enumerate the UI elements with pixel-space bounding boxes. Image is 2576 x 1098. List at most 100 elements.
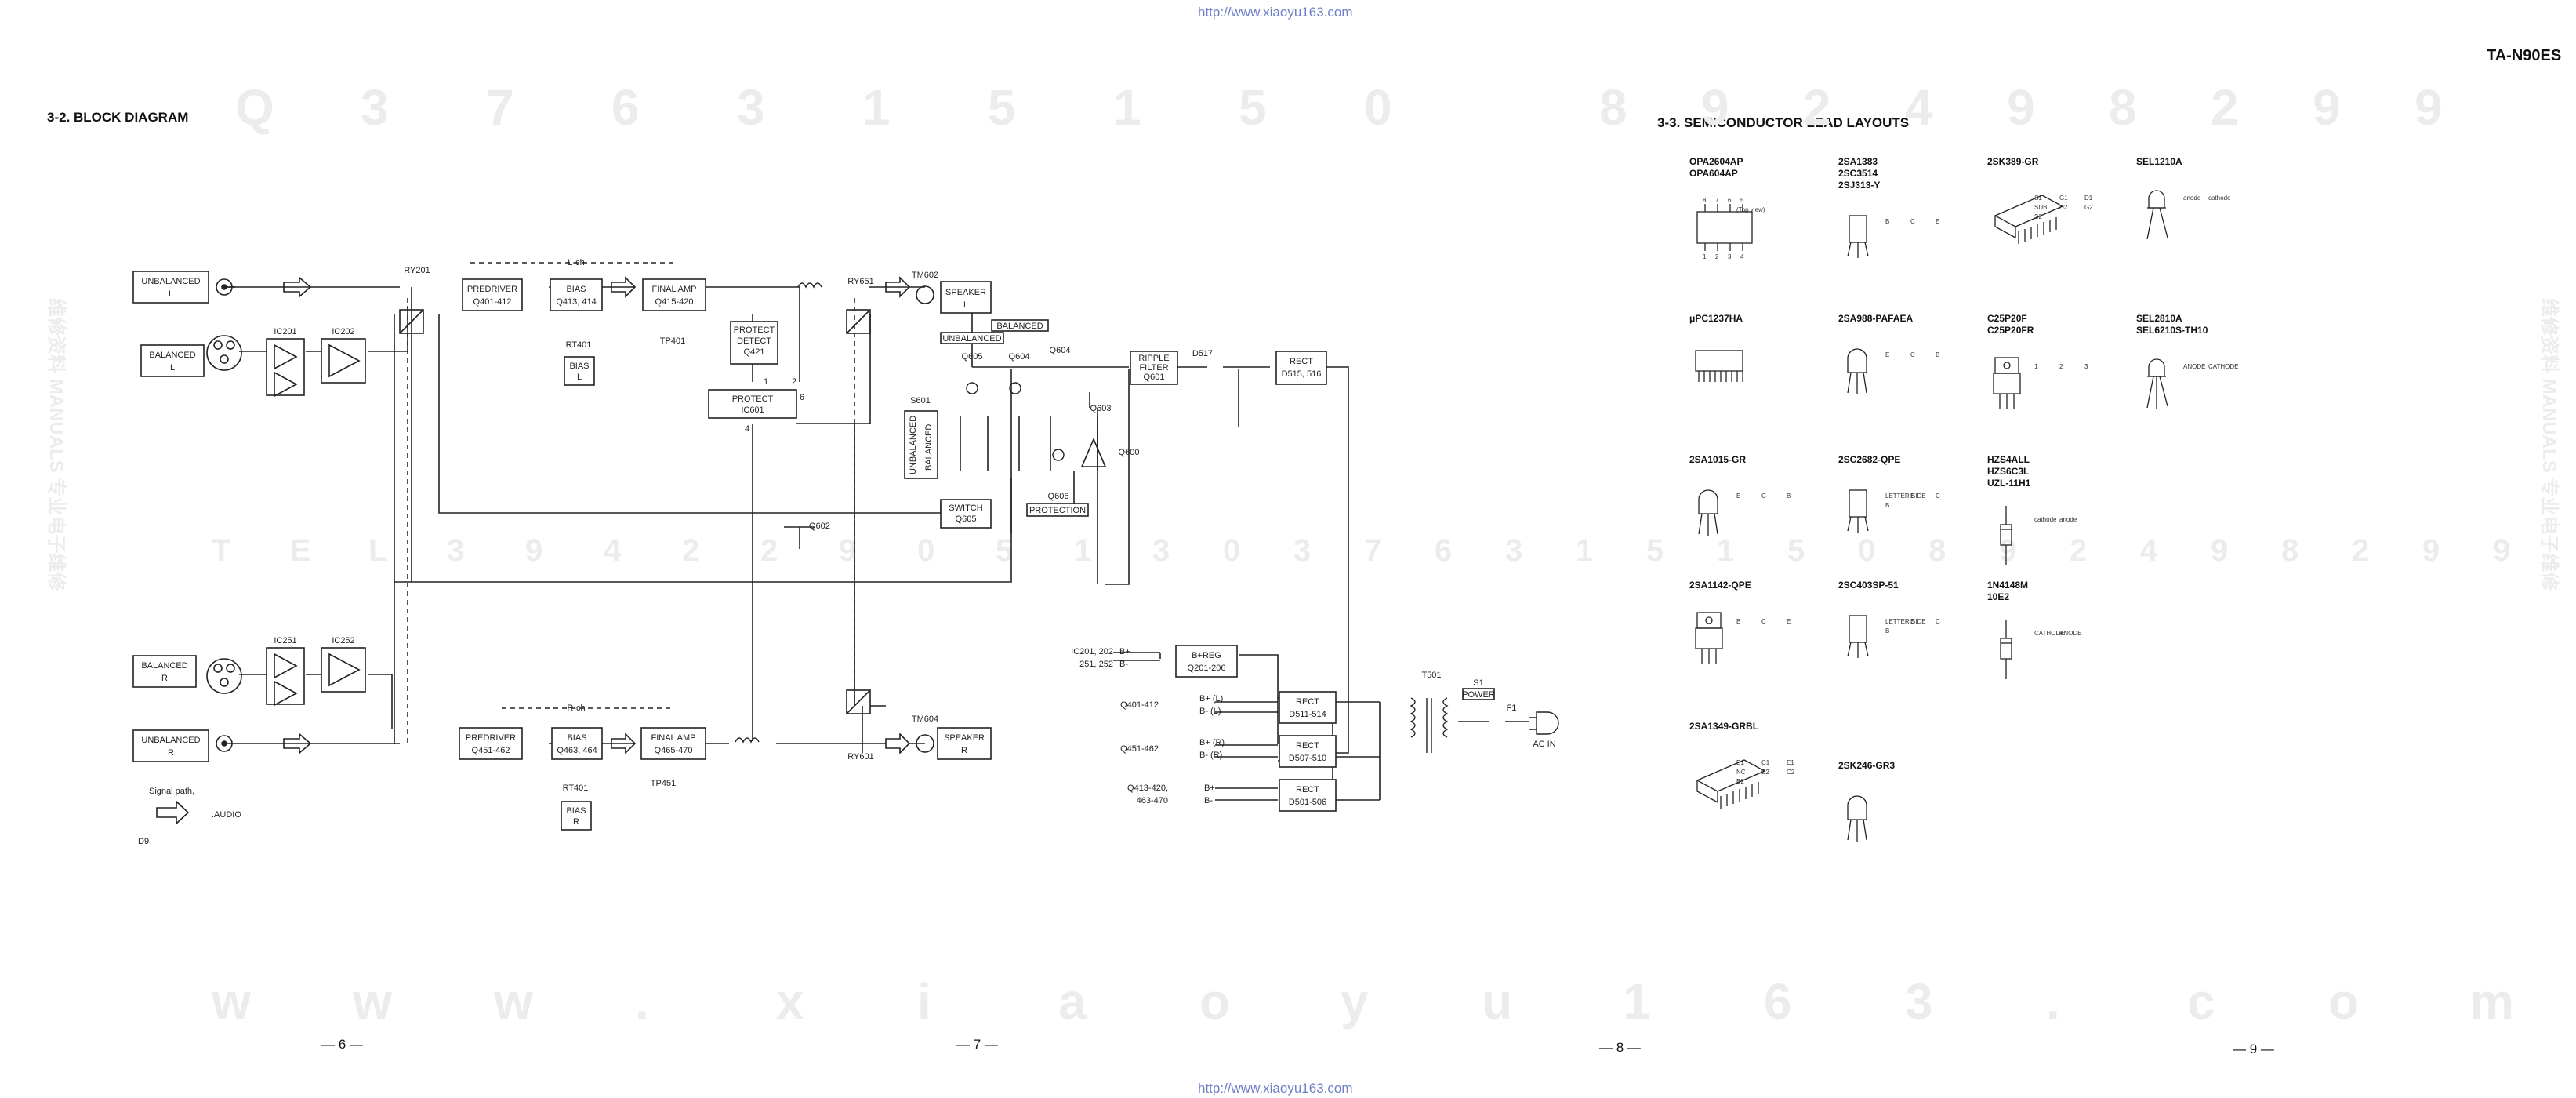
bias-l-label-line2: Q413, 414 [556, 297, 596, 307]
watermark-digit-char: 7 [486, 79, 514, 136]
watermark-tel-char: 9 [839, 533, 857, 568]
pin-label: B [1885, 627, 1889, 634]
q401-rail-minus: B- (L) [1199, 707, 1221, 716]
pin-label: E [1910, 493, 1914, 500]
l-ch-label: L-ch [568, 258, 584, 267]
predriver-l-label-line1: PREDRIVER [467, 285, 517, 294]
protect-detect-box [730, 321, 778, 365]
block-diagram-title: 3-2. BLOCK DIAGRAM [47, 110, 189, 125]
part-name: SEL6210S-TH10 [2136, 325, 2208, 336]
watermark-site-char: m [2469, 973, 2514, 1030]
rect-2-box [1279, 735, 1337, 768]
led-icon [1009, 382, 1021, 394]
watermark-tel-char: 3 [1152, 533, 1170, 568]
watermark-tel-char: 0 [1223, 533, 1241, 568]
rect-3-box [1279, 779, 1337, 812]
watermark-digit-char: 5 [988, 79, 1016, 136]
protect-ic-label-line1: PROTECT [732, 394, 774, 404]
watermark-digit-char: 5 [1239, 79, 1267, 136]
watermark-tel-char: 5 [996, 533, 1014, 568]
rect-1-label-line2: D511-514 [1289, 710, 1326, 719]
pin-1-label: 1 [764, 377, 768, 387]
q605-label: Q605 [962, 352, 983, 362]
q604-label: Q604 [1009, 352, 1030, 362]
r-ch-label: R-ch [567, 704, 585, 713]
pin-2-label: 2 [792, 377, 796, 387]
ic201-box [266, 338, 305, 396]
opamp-icon [328, 344, 361, 378]
pin-label: D2 [2059, 204, 2068, 211]
watermark-digit-char: 6 [611, 79, 640, 136]
top-url[interactable]: http://www.xiaoyu163.com [1198, 5, 1353, 20]
watermark-tel-char: 9 [525, 533, 543, 568]
bias-r-box-label-line1: BIAS [566, 806, 586, 816]
part-name: μPC1237HA [1689, 313, 1743, 324]
pin-label: G2 [2084, 204, 2093, 211]
watermark-tel-char: 4 [604, 533, 622, 568]
sip9-icon [1695, 350, 1743, 382]
pin-label: E [1885, 351, 1889, 358]
pin-label: S2 [2034, 213, 2042, 220]
unbalanced-r-jack [216, 735, 233, 752]
protect-ic-label-line2: IC601 [741, 405, 764, 415]
to220-icon [1993, 357, 2021, 409]
dip8-icon [1696, 204, 1753, 251]
s601-unbalanced-label: UNBALANCED [909, 416, 918, 474]
part-name: SEL1210A [2136, 156, 2182, 167]
tm604-label: TM604 [912, 714, 938, 724]
watermark-tel-char: 4 [2140, 533, 2158, 568]
pin-label: cathode [2034, 516, 2057, 523]
pin-label: NC [1736, 769, 1746, 776]
bplus-reg-label-line1: B+REG [1192, 651, 1221, 660]
page-number-9: — 9 — [2233, 1042, 2274, 1056]
final-amp-r-box [640, 727, 706, 760]
pin-label: B [1885, 218, 1889, 225]
part-name: 10E2 [1987, 591, 2009, 602]
pin-4-label: 4 [745, 424, 749, 434]
ac-in-label: AC IN [1533, 740, 1555, 749]
part-name: 2SC403SP-51 [1838, 580, 1899, 591]
switch-box [940, 499, 992, 529]
watermark-digit-char: Q [235, 79, 274, 136]
bicolor-led-icon [2146, 358, 2168, 409]
pin-label: anode [2059, 516, 2077, 523]
tp451-label: TP451 [651, 779, 676, 788]
pin-label: C [1936, 618, 1940, 625]
watermark-site-char: o [1199, 973, 1231, 1030]
watermark-site-char: u [1482, 973, 1513, 1030]
watermark-digit-char: 2 [1803, 79, 1831, 136]
watermark-tel-char: 5 [1787, 533, 1805, 568]
ic-rail-minus: B- [1119, 660, 1128, 669]
bias-l-label-line1: BIAS [566, 285, 586, 294]
q413-rail-plus: B+ [1204, 784, 1215, 793]
protect-detect-line3: Q421 [744, 347, 765, 357]
part-name: C25P20F [1987, 313, 2027, 324]
watermark-tel-char: 6 [1435, 533, 1453, 568]
watermark-digit-char: 3 [737, 79, 765, 136]
watermark-tel-char: 3 [1505, 533, 1523, 568]
signal-arrow-icon [611, 276, 637, 298]
rect-1-label-line1: RECT [1296, 697, 1319, 707]
pin-label: B [1936, 351, 1939, 358]
pin-label: SUB [2034, 204, 2047, 211]
pin-label: E [1787, 618, 1791, 625]
part-name: 2SK389-GR [1987, 156, 2039, 167]
speaker-l-label-line1: SPEAKER [945, 288, 986, 297]
balanced-r-label-line1: BALANCED [141, 661, 187, 671]
watermark-digit-char: 9 [2415, 79, 2443, 136]
s601-label: S601 [910, 396, 931, 405]
pin-number: 6 [1728, 197, 1732, 204]
tm602-label: TM602 [912, 271, 938, 280]
rect-1-box [1279, 691, 1337, 724]
bottom-url[interactable]: http://www.xiaoyu163.com [1198, 1081, 1353, 1096]
opamp-icon [274, 344, 298, 370]
page-number-7: — 7 — [956, 1037, 998, 1052]
watermark-tel-char: 3 [1293, 533, 1312, 568]
sip-icon [1696, 759, 1766, 809]
